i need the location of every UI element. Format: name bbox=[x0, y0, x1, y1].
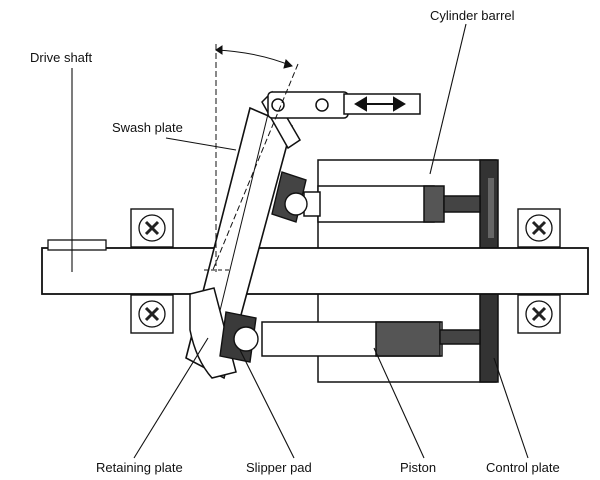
motion-arrow-icon bbox=[354, 96, 406, 112]
right-upper-bearing bbox=[517, 208, 561, 248]
upper-slipper-pad bbox=[271, 171, 308, 223]
label-piston: Piston bbox=[400, 460, 436, 475]
piston bbox=[261, 321, 481, 357]
leader-lines bbox=[71, 23, 529, 459]
drive-shaft bbox=[41, 239, 589, 295]
label-retaining-plate: Retaining plate bbox=[96, 460, 183, 475]
label-swash-plate: Swash plate bbox=[112, 120, 183, 135]
slipper-pad bbox=[219, 311, 259, 363]
left-upper-bearing bbox=[130, 208, 174, 248]
label-drive-shaft: Drive shaft bbox=[30, 50, 93, 65]
right-lower-bearing bbox=[517, 294, 561, 334]
label-slipper-pad: Slipper pad bbox=[246, 460, 312, 475]
left-lower-bearing bbox=[130, 294, 174, 334]
label-control-plate: Control plate bbox=[486, 460, 560, 475]
control-plate bbox=[479, 159, 499, 383]
label-cylinder-barrel: Cylinder barrel bbox=[430, 8, 515, 23]
tilt-angle-indicator bbox=[204, 44, 299, 273]
